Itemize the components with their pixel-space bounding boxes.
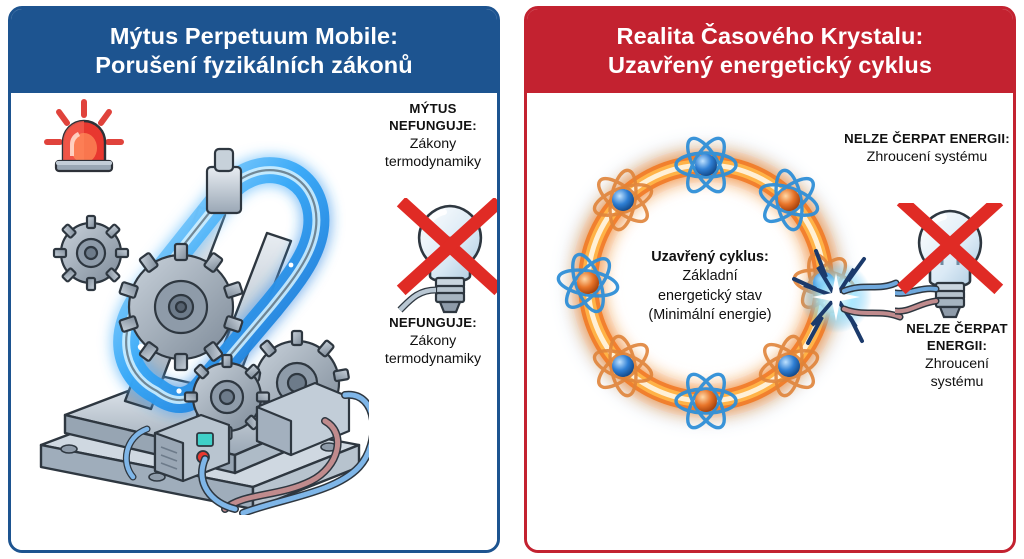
callout-reality-top-heading-1: NELZE ČERPAT ENERGII:: [844, 131, 1010, 146]
perpetual-motion-machine-illustration: [29, 115, 378, 517]
panel-myth-body: MÝTUS NEFUNGUJE: Zákony termodynamiky NE…: [11, 93, 497, 550]
callout-myth-top-sub-2: termodynamiky: [384, 154, 482, 171]
callout-reality-top: NELZE ČERPAT ENERGII: Zhroucení systému: [827, 131, 1013, 166]
callout-myth-bottom-heading-1: NEFUNGUJE:: [389, 315, 477, 330]
ring-center-line1: Základní: [682, 268, 738, 285]
callout-myth-bottom: NEFUNGUJE: Zákony termodynamiky: [361, 315, 497, 369]
ring-center-line3: (Minimální energie): [648, 306, 772, 323]
panel-myth-title-line2: Porušení fyzikálních zákonů: [95, 52, 413, 78]
callout-reality-bottom-sub-1: Zhroucení: [925, 355, 989, 372]
panel-reality-title-line2: Uzavřený energetický cyklus: [607, 52, 933, 78]
ring-center-heading: Uzavřený cyklus:: [651, 249, 769, 265]
callout-reality-bottom-sub-2: systému: [930, 374, 984, 391]
lightbulb-crossed-out-icon: [396, 196, 497, 320]
panel-reality-header: Realita Časového Krystalu: Uzavřený ener…: [527, 9, 1013, 93]
alarm-siren-icon: [41, 98, 127, 178]
panel-myth-header: Mýtus Perpetuum Mobile: Porušení fyzikál…: [11, 9, 497, 93]
callout-myth-top-heading-1: MÝTUS: [409, 101, 457, 116]
callout-reality-bottom-heading-1: NELZE ČERPAT: [906, 321, 1008, 336]
electric-spark-icon: [792, 233, 912, 363]
callout-myth-top: MÝTUS NEFUNGUJE: Zákony termodynamiky: [363, 101, 497, 172]
lightbulb-crossed-out-icon: [891, 195, 1005, 323]
callout-myth-bottom-sub-2: termodynamiky: [384, 351, 482, 368]
callout-myth-bottom-sub-1: Zákony: [409, 332, 457, 349]
callout-myth-top-heading-2: NEFUNGUJE:: [389, 117, 477, 133]
ring-center-label: Uzavřený cyklus: Základní energetický st…: [615, 248, 805, 325]
callout-myth-top-sub-1: Zákony: [409, 135, 457, 152]
ring-center-line2: energetický stav: [658, 287, 762, 304]
callout-reality-bottom: NELZE ČERPAT ENERGII: Zhroucení systému: [887, 321, 1013, 392]
panel-reality-title-line1: Realita Časového Krystalu:: [616, 23, 924, 50]
callout-reality-top-sub-1: Zhroucení systému: [866, 148, 988, 165]
panel-reality: Realita Časového Krystalu: Uzavřený ener…: [524, 6, 1016, 553]
panel-myth: Mýtus Perpetuum Mobile: Porušení fyzikál…: [8, 6, 500, 553]
panel-reality-body: Uzavřený cyklus: Základní energetický st…: [527, 93, 1013, 550]
panel-myth-title-line1: Mýtus Perpetuum Mobile:: [109, 23, 399, 50]
callout-reality-bottom-heading-2: ENERGII:: [926, 337, 988, 353]
